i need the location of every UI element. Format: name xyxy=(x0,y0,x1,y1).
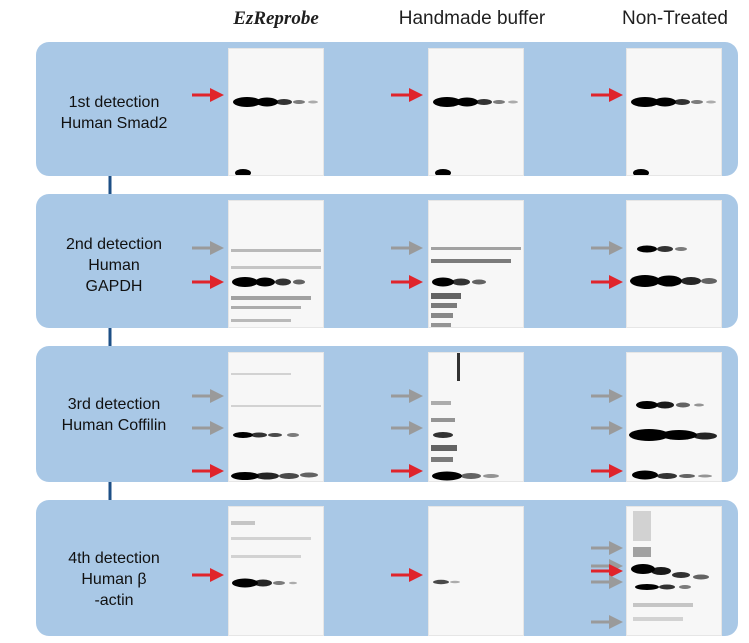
residual-arrow-icon xyxy=(391,389,423,403)
label-line2: Human Smad2 xyxy=(60,115,168,132)
residual-arrow-icon xyxy=(591,421,623,435)
residual-arrow-icon xyxy=(591,575,623,589)
header-ezreprobe: EzReprobe xyxy=(233,8,319,29)
blot-ezreprobe xyxy=(228,352,324,482)
panel-1st-detection: 1st detection Human Smad2 xyxy=(36,42,738,176)
target-arrow-icon xyxy=(192,88,224,102)
target-arrow-icon xyxy=(591,564,623,578)
label-line1: 1st detection xyxy=(68,94,160,111)
residual-arrow-icon xyxy=(192,421,224,435)
header-handmade-buffer: Handmade buffer xyxy=(398,8,546,29)
residual-arrow-icon xyxy=(591,389,623,403)
panel-3rd-detection: 3rd detection Human Coffilin xyxy=(36,346,738,482)
residual-arrow-icon xyxy=(192,241,224,255)
label-line1: 3rd detection xyxy=(67,396,161,413)
target-arrow-icon xyxy=(591,464,623,478)
panel-label: 4th detection Human β -actin xyxy=(36,548,192,611)
blot-non-treated xyxy=(626,200,722,328)
target-arrow-icon xyxy=(192,275,224,289)
residual-arrow-icon xyxy=(591,241,623,255)
blot-non-treated xyxy=(626,352,722,482)
blot-ezreprobe xyxy=(228,48,324,176)
blot-handmade xyxy=(428,506,524,636)
label-line2: Human β xyxy=(81,571,147,588)
panel-4th-detection: 4th detection Human β -actin xyxy=(36,500,738,636)
residual-arrow-icon xyxy=(591,615,623,629)
panel-label: 3rd detection Human Coffilin xyxy=(36,394,192,436)
label-line3: GAPDH xyxy=(85,278,143,295)
label-line2: Human Coffilin xyxy=(61,417,167,434)
target-arrow-icon xyxy=(192,568,224,582)
residual-arrow-icon xyxy=(391,421,423,435)
label-line1: 4th detection xyxy=(68,550,160,567)
blot-ezreprobe xyxy=(228,200,324,328)
label-line3: -actin xyxy=(94,592,134,609)
residual-arrow-icon xyxy=(591,541,623,555)
blot-handmade xyxy=(428,200,524,328)
panel-2nd-detection: 2nd detection Human GAPDH xyxy=(36,194,738,328)
target-arrow-icon xyxy=(192,464,224,478)
blot-handmade xyxy=(428,352,524,482)
panel-label: 1st detection Human Smad2 xyxy=(36,92,192,134)
blot-ezreprobe xyxy=(228,506,324,636)
target-arrow-icon xyxy=(391,88,423,102)
target-arrow-icon xyxy=(591,88,623,102)
target-arrow-icon xyxy=(391,464,423,478)
residual-arrow-icon xyxy=(192,389,224,403)
residual-arrow-icon xyxy=(391,241,423,255)
blot-non-treated xyxy=(626,48,722,176)
target-arrow-icon xyxy=(591,275,623,289)
panel-label: 2nd detection Human GAPDH xyxy=(36,234,192,297)
target-arrow-icon xyxy=(391,275,423,289)
label-line2: Human xyxy=(88,257,140,274)
label-line1: 2nd detection xyxy=(65,236,163,253)
blot-non-treated xyxy=(626,506,722,636)
blot-handmade xyxy=(428,48,524,176)
header-non-treated: Non-Treated xyxy=(622,8,728,29)
target-arrow-icon xyxy=(391,568,423,582)
